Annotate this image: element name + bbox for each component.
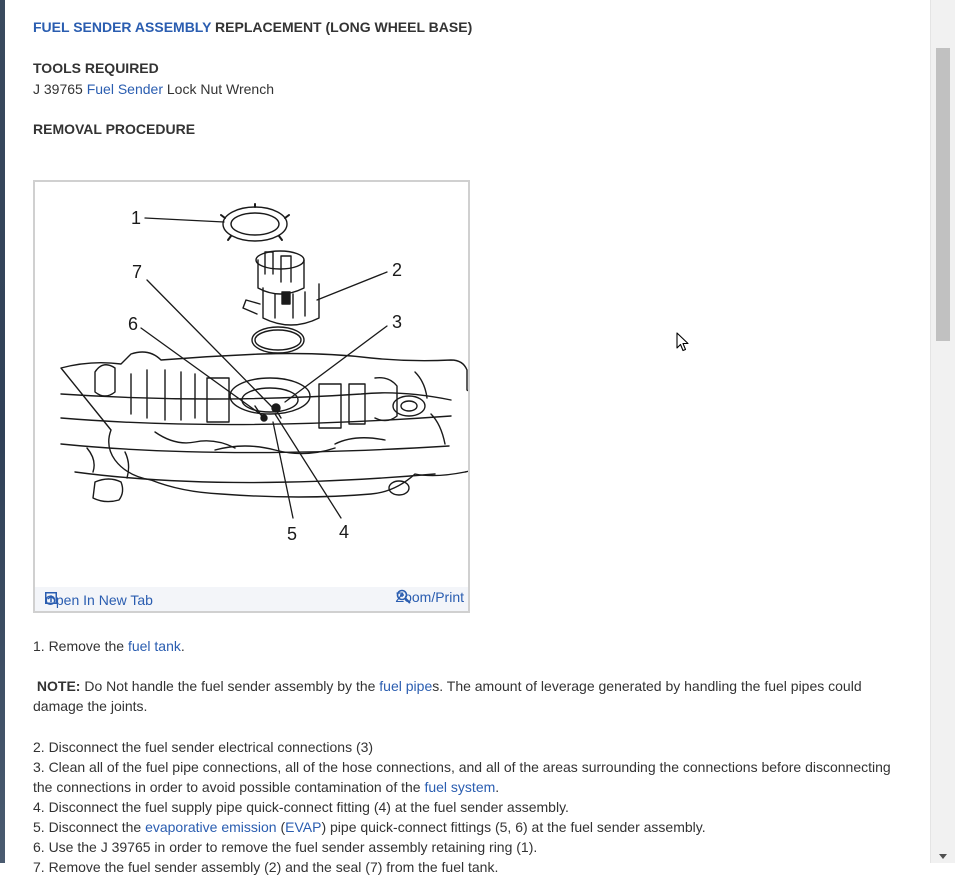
step-1: 1. Remove the fuel tank. <box>33 636 913 656</box>
step-2: 2. Disconnect the fuel sender electrical… <box>33 739 374 755</box>
removal-procedure-heading: REMOVAL PROCEDURE <box>33 121 196 137</box>
step-5-paren-open: ( <box>276 819 286 835</box>
zoom-in-icon <box>396 589 411 604</box>
open-in-new-tab-label: Open In New Tab <box>45 592 153 608</box>
open-in-new-tab-button[interactable]: Open In New Tab <box>45 592 153 608</box>
step-6: 6. Use the J 39765 in order to remove th… <box>33 839 538 855</box>
page-title: FUEL SENDER ASSEMBLY REPLACEMENT (LONG W… <box>33 19 472 35</box>
scrollbar-thumb[interactable] <box>936 48 950 341</box>
note-text-end: s. The amount of leverage generated by h… <box>33 678 862 714</box>
zoom-print-label: Zoom/Print <box>395 589 464 605</box>
callout-7: 7 <box>132 262 142 282</box>
step-3: 3. Clean all of the fuel pipe connection… <box>33 757 913 797</box>
callout-1: 1 <box>131 208 141 228</box>
callout-4: 4 <box>339 522 349 542</box>
diagram-fuel-tank <box>60 351 468 503</box>
callout-5: 5 <box>287 524 297 544</box>
open-new-tab-icon <box>45 592 57 604</box>
evaporative-emission-link[interactable]: evaporative emission <box>145 819 277 835</box>
note-paragraph: NOTE: Do Not handle the fuel sender asse… <box>33 676 913 716</box>
step-5-end: ) pipe quick-connect fittings (5, 6) at … <box>321 819 706 835</box>
diagram-retaining-ring <box>222 206 288 242</box>
step-3-end: . <box>495 779 500 795</box>
step-3-text: 3. Clean all of the fuel pipe connection… <box>33 759 891 795</box>
tool-number: J 39765 <box>33 81 87 97</box>
tool-description: Lock Nut Wrench <box>163 81 275 97</box>
mouse-cursor-icon <box>676 332 689 352</box>
zoom-print-button[interactable]: Zoom/Print <box>396 589 464 605</box>
tools-required-heading: TOOLS REQUIRED <box>33 60 159 76</box>
fuel-sender-diagram: 1 2 3 4 5 6 7 <box>60 203 468 544</box>
diagram-fuel-sender-assembly <box>242 250 320 326</box>
step-7: 7. Remove the fuel sender assembly (2) a… <box>33 859 499 875</box>
note-label: NOTE: <box>36 678 81 694</box>
step-1-end: . <box>180 638 185 654</box>
fuel-sender-assembly-link[interactable]: FUEL SENDER ASSEMBLY <box>33 19 212 35</box>
step-5-text: 5. Disconnect the <box>33 819 146 835</box>
procedure-figure: 1 2 3 4 5 6 7 Open In New Tab <box>33 180 470 613</box>
figure-toolbar: Open In New Tab Zoom/Print <box>35 587 468 611</box>
note-text-start: Do Not handle the fuel sender assembly b… <box>80 678 380 694</box>
callout-3: 3 <box>392 312 402 332</box>
step-1-text: 1. Remove the <box>33 638 128 654</box>
page-title-rest: REPLACEMENT (LONG WHEEL BASE) <box>211 19 473 35</box>
fuel-pipe-link[interactable]: fuel pipe <box>379 678 433 694</box>
tools-required-item: J 39765 Fuel Sender Lock Nut Wrench <box>33 81 274 97</box>
callout-6: 6 <box>128 314 138 334</box>
step-5: 5. Disconnect the evaporative emission (… <box>33 817 913 837</box>
scroll-down-arrow-icon[interactable] <box>939 854 947 859</box>
evap-link[interactable]: EVAP <box>285 819 322 835</box>
fuel-system-link[interactable]: fuel system <box>424 779 496 795</box>
window-left-edge <box>0 0 5 863</box>
fuel-tank-link[interactable]: fuel tank <box>127 638 181 654</box>
fuel-sender-link[interactable]: Fuel Sender <box>86 81 163 97</box>
step-4: 4. Disconnect the fuel supply pipe quick… <box>33 799 569 815</box>
callout-2: 2 <box>392 260 402 280</box>
vertical-scrollbar[interactable] <box>930 0 955 863</box>
diagram-seal <box>251 326 305 354</box>
